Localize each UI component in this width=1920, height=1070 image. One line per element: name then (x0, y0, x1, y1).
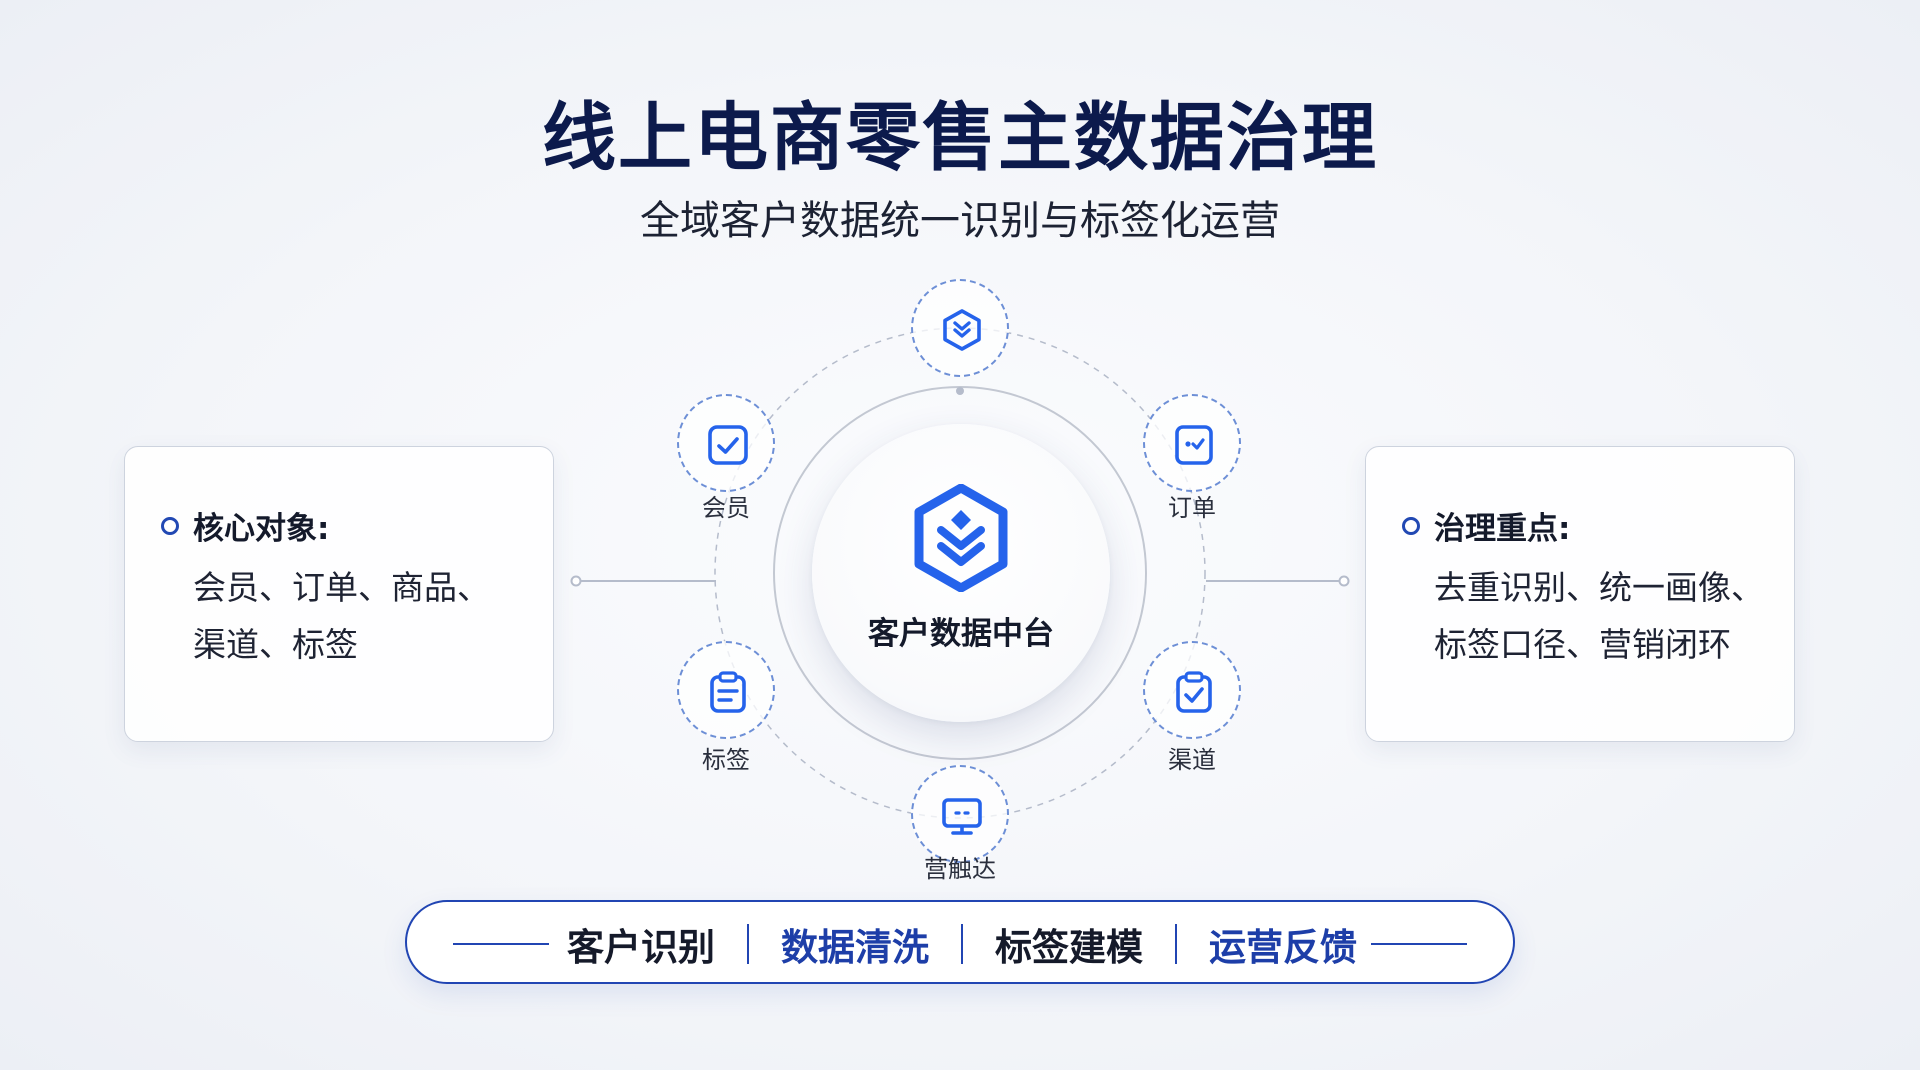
card-heading-text: 核心对象: (193, 511, 330, 547)
stacked-chevrons-hexagon-icon (914, 484, 1008, 592)
inner-orbit-dot (956, 387, 964, 395)
page-title: 线上电商零售主数据治理 (542, 95, 1378, 181)
core-objects-card: 核心对象: 会员、订单、商品、 渠道、标签 (124, 446, 554, 742)
card-line: 标签口径、营销闭环 (1434, 625, 1731, 664)
step-divider (1174, 924, 1178, 964)
card-heading: 治理重点: (1402, 503, 1570, 548)
card-line: 去重识别、统一画像、 (1434, 568, 1764, 607)
node-label-tag: 标签 (702, 746, 750, 774)
clipboard-icon (710, 671, 746, 713)
process-step: 数据清洗 (781, 926, 929, 969)
card-body: 去重识别、统一画像、 标签口径、营销闭环 (1434, 559, 1779, 673)
ring-bullet-icon (1402, 516, 1420, 535)
node-label-order: 订单 (1168, 494, 1216, 522)
process-steps: 客户识别 数据清洗 标签建模 运营反馈 (567, 902, 1357, 986)
card-body: 会员、订单、商品、 渠道、标签 (193, 559, 538, 673)
node-tag (677, 641, 775, 739)
node-member (677, 394, 775, 492)
hexagon-chevrons-icon (943, 309, 981, 351)
right-connector-end (1338, 575, 1350, 587)
node-label-reach: 营触达 (924, 855, 996, 883)
page-subtitle: 全域客户数据统一识别与标签化运营 (640, 198, 1280, 244)
card-heading: 核心对象: (161, 503, 329, 548)
ring-bullet-icon (161, 516, 179, 535)
hub-label: 客户数据中台 (868, 616, 1054, 652)
clipboard-check-icon (1176, 671, 1212, 713)
node-order (1143, 394, 1241, 492)
customer-data-hub: 客户数据中台 (812, 424, 1110, 722)
node-label-member: 会员 (702, 494, 750, 522)
process-step: 标签建模 (995, 926, 1143, 969)
card-line: 渠道、标签 (193, 625, 358, 664)
decorative-line (1371, 943, 1467, 945)
order-icon (1175, 425, 1213, 465)
process-bar: 客户识别 数据清洗 标签建模 运营反馈 (405, 900, 1515, 984)
step-divider (746, 924, 750, 964)
process-step: 客户识别 (567, 926, 715, 969)
node-label-channel: 渠道 (1168, 746, 1216, 774)
card-heading-text: 治理重点: (1434, 511, 1571, 547)
governance-focus-card: 治理重点: 去重识别、统一画像、 标签口径、营销闭环 (1365, 446, 1795, 742)
monitor-icon (942, 798, 982, 835)
step-divider (960, 924, 964, 964)
card-line: 会员、订单、商品、 (193, 568, 490, 607)
process-step: 运营反馈 (1209, 926, 1357, 969)
checkbox-icon (708, 425, 748, 465)
decorative-line (453, 943, 549, 945)
node-top (911, 279, 1009, 377)
node-channel (1143, 641, 1241, 739)
node-reach (911, 765, 1009, 863)
left-connector-end (570, 575, 582, 587)
